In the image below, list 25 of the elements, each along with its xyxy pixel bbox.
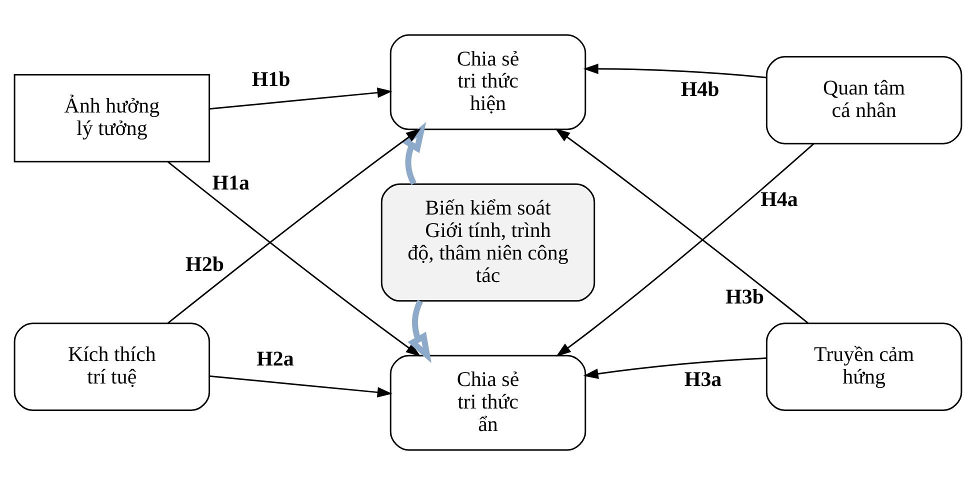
edge-label: H3b <box>726 284 764 309</box>
edge-label: H2a <box>256 346 294 371</box>
node-box: Chia sẻ tri thức ẩn <box>390 354 586 451</box>
arrow <box>167 161 421 357</box>
arrow <box>209 375 392 398</box>
edge-label: H1b <box>252 67 290 92</box>
edge-label: H3a <box>684 367 722 392</box>
arrow <box>556 143 814 357</box>
node-box: Ảnh hưởng lý tưởng <box>14 74 210 162</box>
arrow <box>209 87 392 110</box>
arrow <box>583 64 766 78</box>
arrow <box>583 357 766 379</box>
edge-label: H1a <box>212 170 250 195</box>
edge-label: H4a <box>760 186 798 211</box>
node-box: Kích thích trí tuệ <box>14 322 210 412</box>
node-box: Truyền cảm hứng <box>766 322 962 412</box>
edge-label: H2b <box>186 252 224 276</box>
node-box: Biến kiểm soát Giới tính, trình độ, thâm niên công tác <box>380 183 596 302</box>
node-box: Chia sẻ tri thức hiện <box>390 34 586 130</box>
arrow <box>401 122 426 185</box>
arrow <box>555 128 809 324</box>
arrow <box>408 300 432 364</box>
node-box: Quan tâm cá nhân <box>766 56 962 144</box>
arrow <box>167 128 421 324</box>
edge-label: H4b <box>680 77 720 102</box>
